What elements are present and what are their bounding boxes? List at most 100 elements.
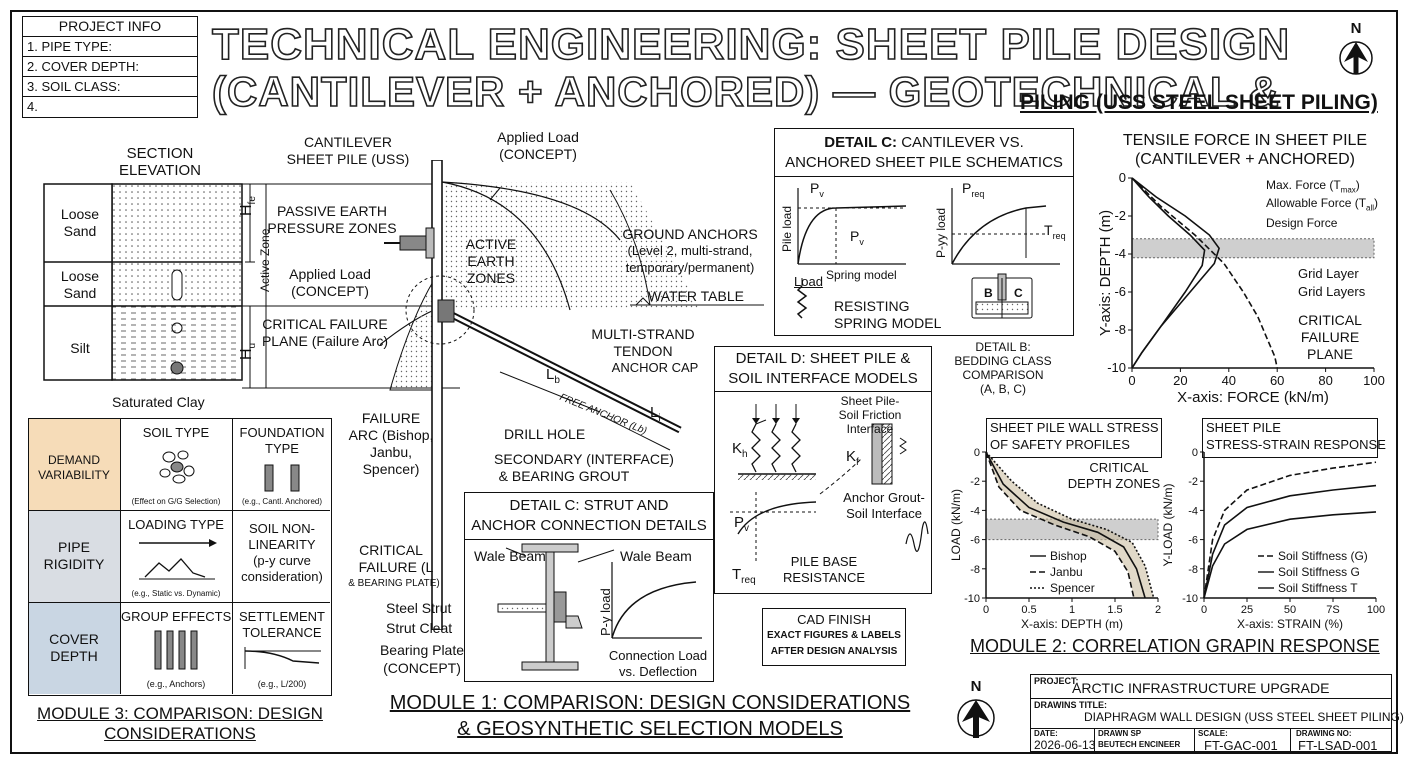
module3-cell-note: (e.g., Static vs. Dynamic) [131,589,221,598]
tensile-annotation-sub: max [1340,185,1356,195]
module3-cell-title: GROUP EFFECTS [121,609,232,624]
title-block-project: ARCTIC INFRASTRUCTURE UPGRADE [1072,680,1330,696]
detail-c1-treq: Treq [1044,222,1066,241]
x-tick-label: 0 [1201,604,1207,616]
label-applied-load-mid: (CONCEPT) [291,283,369,299]
detail-c1-bedding-b: B [984,286,993,300]
soil-grains-icon [159,450,195,484]
module3-cell-title: SETTLEMENT [239,609,325,624]
detail-c1-resisting: SPRING MODEL [834,315,942,331]
tensile-annotation-sub: all [1366,203,1375,213]
detail-c2-pyload: P-y load [598,588,613,636]
y-tick-label: 0 [1192,447,1198,459]
x-tick-label: 0 [1128,373,1135,388]
detail-c2-conn: Connection Load [608,648,708,663]
module3-row-divider [28,510,330,511]
y-tick-label: -4 [970,505,980,517]
series-line [985,451,1146,599]
detail-d-heading: DETAIL D: SHEET PILE & [735,350,911,367]
label-lb-sub: b [554,375,560,386]
detail-c2-bearing: Bearing Plate [379,642,465,658]
module3-row-label: PIPE RIGIDITY [29,511,121,602]
detail-d-treq-sub: req [741,575,756,586]
chart-band [1131,238,1375,259]
label-passive: PASSIVE EARTH [277,203,387,219]
foundation-icon [264,464,300,492]
anchor-group-icon [154,630,198,670]
module3-grid: DEMAND VARIABILITY SOIL TYPE (Effect on … [28,418,332,696]
north-arrow-bottom-icon [957,699,995,738]
chart-envelope [986,452,1154,598]
module3-row-label-text: VARIABILITY [38,468,110,482]
series-line [985,451,1155,599]
module3-cell-title: LOADING TYPE [128,517,224,532]
detail-c1-preq-sub: req [971,188,985,199]
series-line [1131,177,1220,369]
section-heading: ELEVATION [119,162,201,179]
ss-legend-label: Soil Stiffness G [1278,565,1360,579]
detail-c1-load: Load [794,274,823,289]
north-arrow-icon [1339,41,1373,75]
page-title-line1: TECHNICAL ENGINEERING: SHEET PILE DESIGN [211,19,1291,70]
detail-c1-box [774,128,1074,336]
dim-hfe-label: H [238,204,255,216]
title-block-divider [1194,728,1195,752]
label-applied-load-top: (CONCEPT) [499,146,577,162]
detail-c2-heading: ANCHOR CONNECTION DETAILS [471,517,707,534]
project-info-divider [23,56,197,57]
north-label-bottom: N [970,678,982,695]
title-block [1030,674,1392,752]
x-tick-label: 60 [1270,373,1284,388]
project-info-row: 1. PIPE TYPE: [27,39,113,54]
module1-caption: & GEOSYNTHETIC SELECTION MODELS [457,718,843,740]
y-axis-label: LOAD (kN/m) [949,489,963,561]
detail-d-friction: Sheet Pile- [840,394,900,408]
y-tick-label: -6 [1114,284,1126,299]
title-block-date: 2026-06-13 [1034,738,1096,752]
x-tick-label: 0.5 [1021,604,1036,616]
page-title-line2: (CANTILEVER + ANCHORED) — GEOTECHNICAL & [211,67,1280,116]
x-tick-label: 1.5 [1107,604,1122,616]
module3-cell-title: (p-y curve [253,553,311,568]
label-secondary: & BEARING GROUT [498,468,630,484]
module3-row-divider [28,602,330,603]
project-info-box: PROJECT INFO 1. PIPE TYPE: 2. COVER DEPT… [22,16,198,118]
dim-hu-label: H [238,348,255,360]
y-tick-label: -2 [1114,208,1126,223]
project-info-heading: PROJECT INFO [58,18,162,34]
detail-d-base: RESISTANCE [782,570,866,585]
detail-b-label: DETAIL B: [975,340,1031,354]
y-tick-label: -4 [1188,505,1198,517]
cad-finish-line: EXACT FIGURES & LABELS [767,630,901,641]
label-li-main: L [650,404,659,421]
detail-b-label: BEDDING CLASS [954,354,1052,368]
section-elevation-graphic [43,183,460,389]
y-axis-label: Y-axis: DEPTH (m) [1098,210,1114,336]
x-tick-label: 0 [983,604,989,616]
module3-cell-title: TOLERANCE [242,625,322,640]
detail-d-friction: Interface [846,422,894,436]
stress-strain-title: STRESS-STRAIN RESPONSE [1206,437,1386,452]
x-tick-label: 80 [1318,373,1332,388]
title-block-drawing-no: FT-LSAD-001 [1298,738,1378,753]
detail-c1-pile-load: Pile load [780,205,794,252]
detail-c1-treq-main: T [1044,222,1053,238]
dim-hfe-sub: fe [247,196,259,205]
section-layer-label: Silt [70,340,90,356]
title-block-scale-label: SCALE: [1198,729,1228,738]
detail-d-kf-main: K [846,448,857,465]
sheet-border [10,10,1398,754]
section-bottom-label: Saturated Clay [112,394,205,410]
detail-d-grout: Anchor Grout- [843,490,925,505]
detail-d-box [714,346,932,594]
series-line [1131,177,1206,369]
project-info-divider [23,76,197,77]
tensile-annotation: Grid Layers [1298,284,1366,299]
label-tendon: MULTI-STRAND [591,326,695,342]
module3-cell-note: (Effect on G/G Selection) [131,497,221,506]
detail-c2-strut: Steel Strut [386,600,452,616]
title-block-divider [1094,728,1095,752]
label-active-earth: ZONES [466,270,516,286]
detail-c2-heading: DETAIL C: STRUT AND [509,497,669,514]
